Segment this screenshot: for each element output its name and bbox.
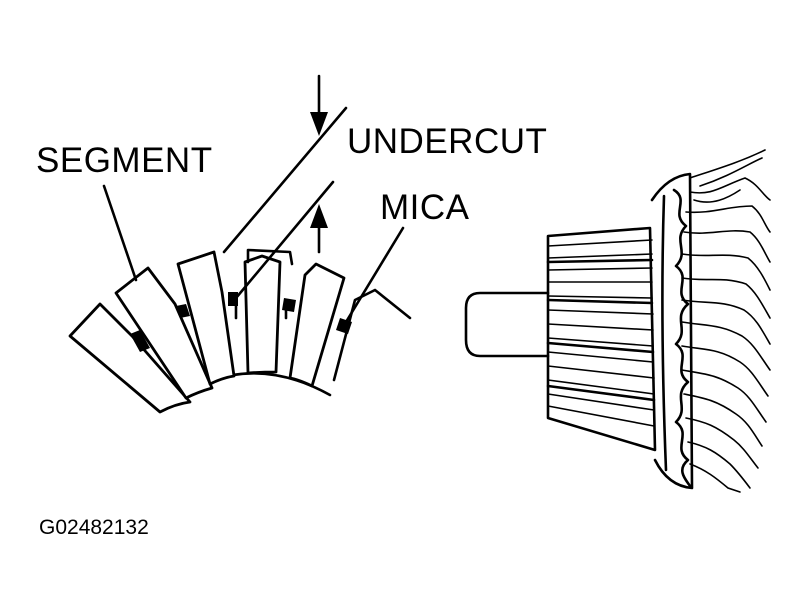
- figure-code: G02482132: [39, 516, 149, 539]
- undercut-label: UNDERCUT: [347, 122, 548, 161]
- mica-4: [282, 298, 296, 312]
- undercut-leader-2: [234, 180, 335, 300]
- segment-1: [68, 302, 192, 414]
- undercut-arrow-down: [310, 74, 328, 136]
- segment-4-top: [246, 248, 294, 266]
- mica-1: [130, 330, 150, 352]
- segment-3: [176, 250, 236, 386]
- shaft: [464, 291, 550, 358]
- segment-5: [288, 262, 346, 388]
- commutator-bars: [546, 239, 656, 427]
- segment-leader: [102, 184, 138, 282]
- winding-edge: [672, 188, 692, 488]
- armature-windings: [681, 149, 771, 493]
- segment-label: SEGMENT: [36, 141, 213, 180]
- undercut-leader-1: [222, 106, 348, 254]
- armature: [464, 149, 771, 493]
- commutator-segments: [68, 248, 412, 414]
- segment-2: [114, 266, 214, 400]
- segment-4: [243, 254, 282, 375]
- undercut-arrow-up: [310, 204, 328, 254]
- mica-label: MICA: [380, 188, 470, 227]
- armature-rim: [650, 172, 694, 490]
- mica-leader: [344, 226, 405, 324]
- commutator-body: [546, 226, 657, 452]
- armature-rim-inner: [661, 194, 668, 472]
- mica-bracket: [332, 288, 412, 382]
- mica-2: [176, 304, 190, 318]
